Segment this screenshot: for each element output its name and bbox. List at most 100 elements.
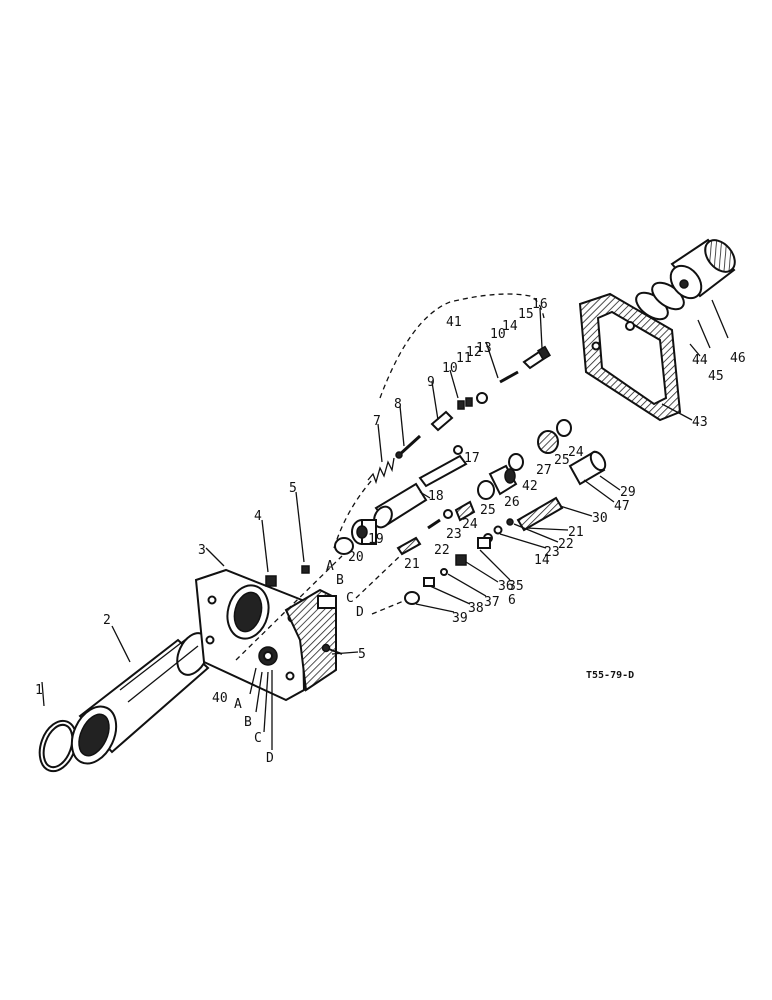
callout-24b: 24 (568, 445, 584, 460)
callout-23a: 23 (446, 527, 462, 542)
callout-25a: 25 (480, 503, 496, 518)
callout-23b: 23 (544, 545, 560, 560)
callout-B-upper: B (336, 573, 344, 588)
callout-25b: 25 (554, 453, 570, 468)
callout-38: 38 (468, 601, 484, 616)
part-spring-21 (396, 536, 422, 556)
callout-5-bottom: 5 (358, 647, 366, 662)
part-o-ring (38, 719, 78, 773)
callout-35: 35 (508, 579, 524, 594)
part-ring-22b (556, 419, 572, 437)
part-pin-22 (427, 518, 441, 530)
callout-21b: 21 (568, 525, 584, 540)
callout-labels: 1 2 3 4 5 5 7 8 9 10 11 12 13 10 14 15 1… (35, 297, 746, 766)
callout-2: 2 (103, 613, 111, 628)
part-36 (455, 554, 467, 566)
part-ball-23 (443, 509, 453, 519)
callout-41: 41 (446, 315, 462, 330)
callout-11: 11 (456, 351, 472, 366)
part-pin-8 (395, 434, 422, 459)
part-35 (477, 537, 491, 549)
part-small-parts-10-13 (457, 392, 488, 410)
callout-47: 47 (614, 499, 630, 514)
callout-30: 30 (592, 511, 608, 526)
callout-15: 15 (518, 307, 534, 322)
callout-46: 46 (730, 351, 746, 366)
part-ring-42 (508, 453, 524, 471)
part-cover-plate-43 (578, 292, 682, 422)
callout-37: 37 (484, 595, 500, 610)
part-end-cap-46 (669, 238, 736, 300)
part-plunger-29 (568, 450, 607, 486)
callout-17: 17 (464, 451, 480, 466)
part-nut-27 (537, 430, 559, 454)
callout-A-lower: A (234, 697, 242, 712)
part-sleeve-9 (430, 410, 454, 432)
callout-40: 40 (212, 691, 228, 706)
route-C (355, 555, 401, 599)
callout-18: 18 (428, 489, 444, 504)
part-plug (265, 575, 277, 587)
callout-26: 26 (504, 495, 520, 510)
part-37 (440, 568, 448, 576)
callout-6: 6 (508, 593, 516, 608)
part-39 (404, 591, 420, 605)
route-D (371, 599, 407, 615)
callout-9: 9 (427, 375, 435, 390)
part-cap-19 (351, 519, 377, 545)
callout-7: 7 (373, 414, 381, 429)
callout-A-upper: A (326, 559, 334, 574)
part-screw-16 (522, 345, 551, 370)
callout-43: 43 (692, 415, 708, 430)
callout-19: 19 (368, 532, 384, 547)
callout-D-lower: D (266, 751, 274, 766)
assembly-bracket-41 (379, 293, 545, 399)
callout-16: 16 (532, 297, 548, 312)
part-bolt-top (301, 565, 310, 574)
part-spring-7 (367, 457, 395, 485)
callout-24a: 24 (462, 517, 478, 532)
callout-14a: 14 (502, 319, 518, 334)
callout-13: 13 (476, 341, 492, 356)
part-cylinder-sleeve (70, 632, 210, 765)
callout-22a: 22 (434, 543, 450, 558)
callout-5-top: 5 (289, 481, 297, 496)
callout-4: 4 (254, 509, 262, 524)
callout-D-upper: D (356, 605, 364, 620)
reference-code: T55-79-D (586, 670, 634, 681)
callout-22b: 22 (558, 537, 574, 552)
callout-44: 44 (692, 353, 708, 368)
callout-10b: 10 (490, 327, 506, 342)
callout-39: 39 (452, 611, 468, 626)
part-rod-18 (373, 454, 468, 529)
callout-29: 29 (620, 485, 636, 500)
callout-21a: 21 (404, 557, 420, 572)
callout-B-lower: B (244, 715, 252, 730)
part-ring-25 (477, 480, 495, 500)
callout-27: 27 (536, 463, 552, 478)
part-38 (423, 577, 435, 587)
callout-1: 1 (35, 683, 43, 698)
callout-20: 20 (348, 550, 364, 565)
callout-14b: 14 (534, 553, 550, 568)
route-A-top (333, 479, 373, 549)
callout-12: 12 (466, 345, 482, 360)
leader-lines (41, 299, 729, 750)
part-housing-flange (194, 568, 337, 702)
callout-8: 8 (394, 397, 402, 412)
part-cap-26 (488, 464, 518, 496)
part-spring-24 (454, 500, 476, 522)
part-pin-14-15 (499, 370, 519, 384)
callout-36: 36 (498, 579, 514, 594)
callout-3: 3 (198, 543, 206, 558)
route-A (235, 555, 343, 661)
part-17 (453, 445, 463, 455)
part-spring-30 (516, 496, 564, 532)
callout-42: 42 (522, 479, 538, 494)
callout-C-lower: C (254, 731, 262, 746)
callout-45: 45 (708, 369, 724, 384)
callout-10a: 10 (442, 361, 458, 376)
callout-C-upper: C (346, 591, 354, 606)
